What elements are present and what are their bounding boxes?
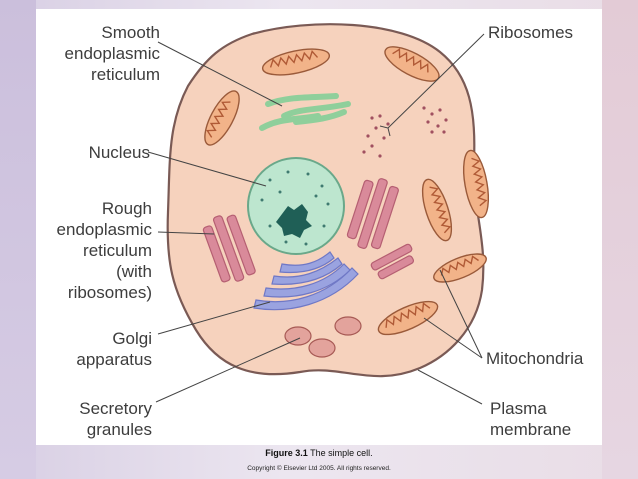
figure-label: Figure 3.1 <box>265 448 308 458</box>
mitochondria <box>204 46 490 336</box>
background-right <box>602 0 638 479</box>
label-plasma-membrane: Plasma membrane <box>490 399 572 439</box>
figure-text: The simple cell. <box>310 448 373 458</box>
label-rough-er: Rough endoplasmic reticulum (with riboso… <box>56 199 152 302</box>
label-mitochondria: Mitochondria <box>486 349 584 368</box>
nucleus <box>247 157 345 255</box>
copyright-notice: Copyright © Elsevier Ltd 2005. All right… <box>247 465 391 472</box>
label-ribosomes: Ribosomes <box>488 23 574 42</box>
label-smooth-er: Smooth endoplasmic reticulum <box>64 23 160 84</box>
label-golgi: Golgi apparatus <box>76 329 152 369</box>
background-left <box>0 0 36 479</box>
label-nucleus: Nucleus <box>88 143 150 162</box>
ribosome-dots <box>362 106 448 158</box>
leader-lines <box>147 33 485 405</box>
rough-er <box>202 178 415 283</box>
label-secretory-granules: Secretory granules <box>79 399 152 439</box>
figure-caption: Figure 3.1 The simple cell. <box>0 448 638 458</box>
secretory-granules <box>284 316 362 358</box>
golgi <box>253 251 359 311</box>
